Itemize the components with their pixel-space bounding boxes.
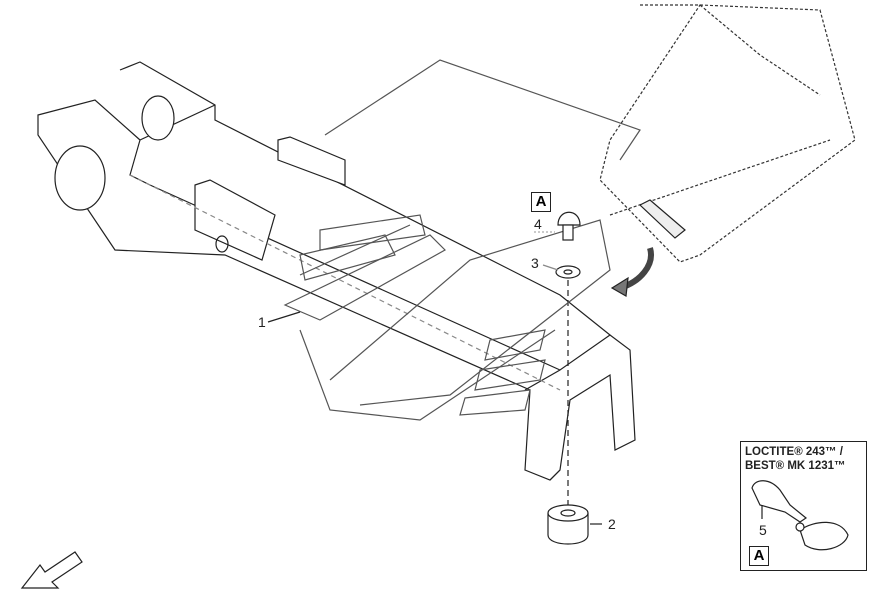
adhesive-line-1: LOCTITE® 243™ / xyxy=(745,446,843,458)
bumper-part xyxy=(547,504,589,545)
bolt-part xyxy=(557,211,581,241)
washer-part xyxy=(555,265,581,279)
callout-4: 4 xyxy=(534,216,542,232)
machine-housing xyxy=(599,4,856,263)
adhesive-line-2: BEST® MK 1231™ xyxy=(745,460,846,472)
callout-5: 5 xyxy=(758,522,768,538)
detail-ref-a: A xyxy=(531,192,551,212)
adhesive-note-box: LOCTITE® 243™ / BEST® MK 1231™ 5 A xyxy=(740,441,867,571)
adhesive-bottle-icon xyxy=(751,480,849,551)
callout-1: 1 xyxy=(258,314,266,330)
callout-2: 2 xyxy=(608,516,616,532)
ghost-decal xyxy=(283,59,641,421)
callout-3: 3 xyxy=(531,255,539,271)
adhesive-ref-a: A xyxy=(749,546,769,566)
direction-arrow-icon xyxy=(20,551,83,589)
